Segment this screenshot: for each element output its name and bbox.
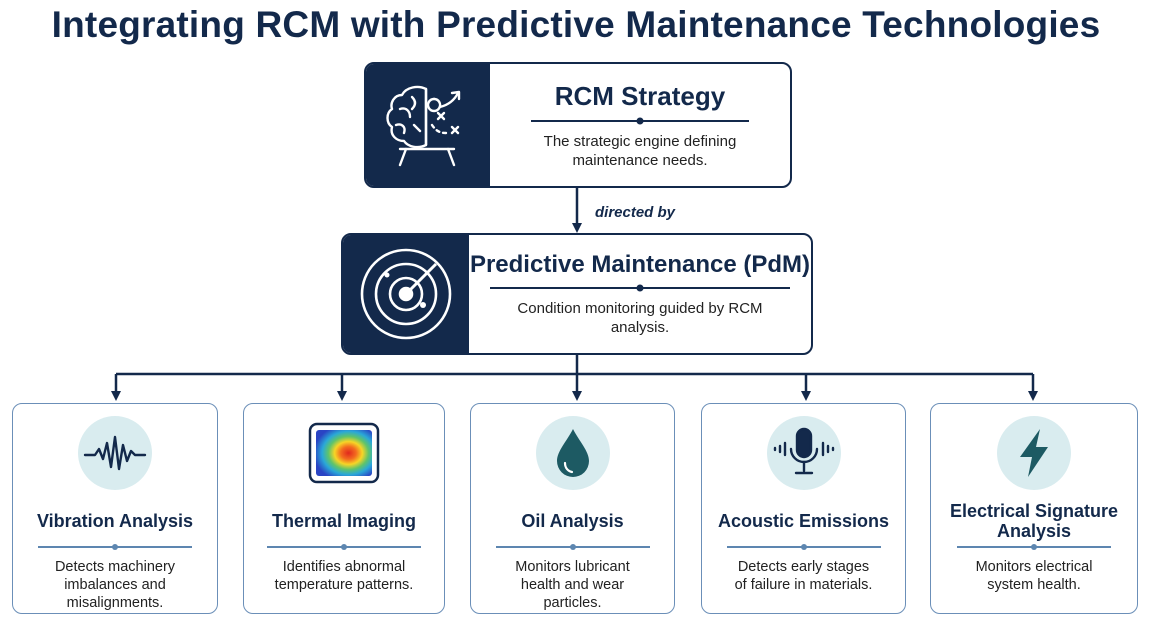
rcm-strategy-box: RCM Strategy The strategic engine defini… bbox=[364, 62, 792, 188]
tech-card-thermal-imaging: Thermal Imaging Identifies abnormal temp… bbox=[243, 403, 445, 614]
tech-divider bbox=[267, 546, 421, 548]
diagram-title: Integrating RCM with Predictive Maintena… bbox=[51, 4, 1101, 45]
tech-title: Acoustic Emissions bbox=[717, 511, 890, 531]
radar-icon bbox=[360, 248, 452, 340]
tech-title: Thermal Imaging bbox=[271, 511, 417, 531]
tech-description: Identifies abnormal temperature patterns… bbox=[274, 559, 414, 593]
pdm-icon-panel bbox=[343, 235, 469, 353]
pdm-title: Predictive Maintenance (PdM) bbox=[469, 251, 811, 278]
tech-divider bbox=[726, 546, 881, 548]
brain-strategy-icon bbox=[386, 85, 461, 167]
tech-icon-circle bbox=[535, 416, 610, 490]
tech-divider bbox=[957, 546, 1111, 548]
tech-icon-circle bbox=[307, 416, 381, 490]
microphone-icon bbox=[773, 427, 834, 475]
rcm-title: RCM Strategy bbox=[554, 80, 726, 111]
tech-card-vibration-analysis: Vibration Analysis Detects machinery imb… bbox=[12, 403, 218, 614]
rcm-icon-panel bbox=[366, 64, 490, 186]
tech-card-electrical-signature-analysis: Electrical Signature Analysis Monitors e… bbox=[930, 403, 1138, 614]
tech-divider bbox=[38, 546, 192, 548]
tech-description: Detects machinery imbalances and misalig… bbox=[54, 559, 176, 611]
tech-description: Detects early stages of failure in mater… bbox=[734, 559, 873, 593]
tech-icon-circle bbox=[766, 416, 841, 490]
pdm-box: Predictive Maintenance (PdM) Condition m… bbox=[341, 233, 813, 355]
tech-description: Monitors electrical system health. bbox=[975, 559, 1093, 593]
pdm-divider bbox=[490, 287, 790, 289]
tech-icon-circle bbox=[78, 416, 152, 490]
waveform-icon bbox=[83, 435, 147, 471]
tech-icon-circle bbox=[997, 416, 1071, 490]
lightning-bolt-icon bbox=[1020, 429, 1048, 477]
thermal-map-icon bbox=[308, 422, 380, 484]
pdm-description: Condition monitoring guided by RCM analy… bbox=[517, 300, 763, 336]
directed-by-label: directed by bbox=[594, 204, 676, 221]
tech-card-oil-analysis: Oil Analysis Monitors lubricant health a… bbox=[470, 403, 675, 614]
rcm-description: The strategic engine defining maintenanc… bbox=[543, 132, 737, 169]
tech-divider bbox=[495, 546, 650, 548]
oil-drop-icon bbox=[556, 429, 589, 477]
rcm-divider bbox=[531, 119, 749, 122]
tech-description: Monitors lubricant health and wear parti… bbox=[515, 559, 630, 611]
tech-title: Electrical Signature Analysis bbox=[949, 501, 1119, 541]
tech-card-acoustic-emissions: Acoustic Emissions Detects early stages … bbox=[701, 403, 906, 614]
tech-title: Vibration Analysis bbox=[36, 511, 194, 531]
tech-title: Oil Analysis bbox=[521, 511, 624, 531]
